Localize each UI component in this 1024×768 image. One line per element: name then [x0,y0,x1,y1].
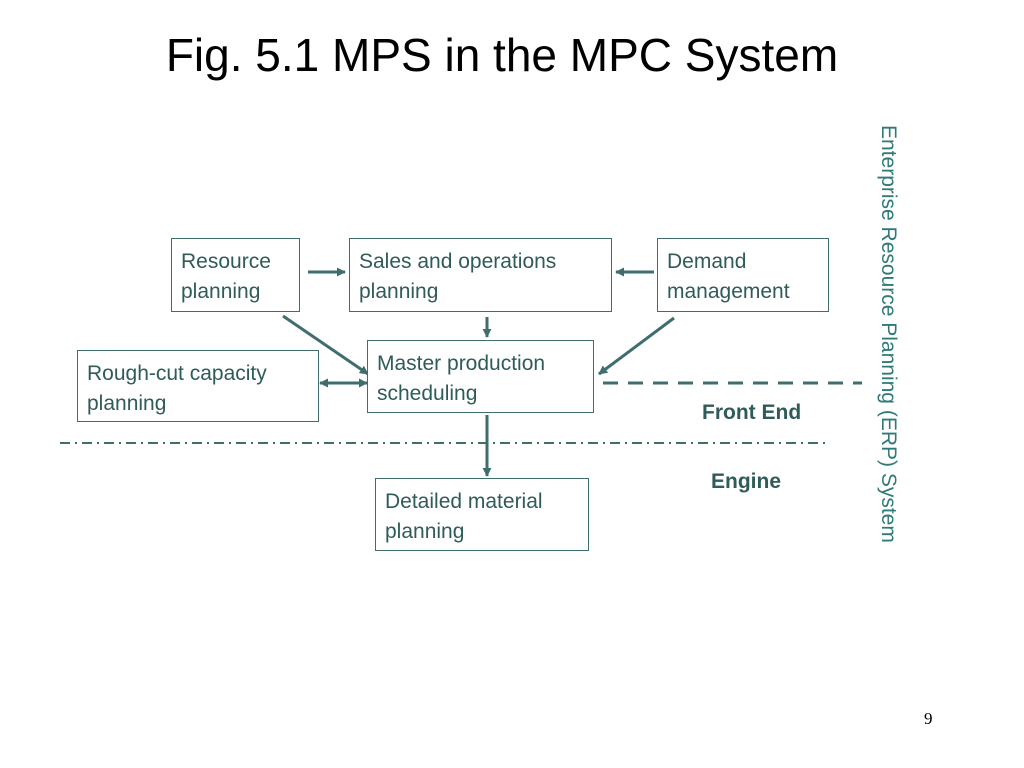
demand-management-box: Demand management [657,238,829,312]
arrow-demand-to-mps [598,316,675,376]
page-title: Fig. 5.1 MPS in the MPC System [165,29,839,81]
sales-operations-planning-box: Sales and operations planning [349,238,612,312]
resource-planning-box: Resource planning [171,238,300,312]
arrow-resource-to-mps [282,314,369,376]
erp-system-label-container: Enterprise Resource Planning (ERP) Syste… [873,125,903,633]
engine-label: Engine [711,470,782,493]
front-end-label: Front End [702,401,802,424]
detailed-material-planning-box: Detailed material planning [375,478,589,551]
page-number: 9 [924,709,933,728]
rough-cut-capacity-planning-box: Rough-cut capacity planning [77,350,319,422]
master-production-scheduling-box: Master production scheduling [367,340,594,413]
erp-system-label: Enterprise Resource Planning (ERP) Syste… [877,125,900,543]
